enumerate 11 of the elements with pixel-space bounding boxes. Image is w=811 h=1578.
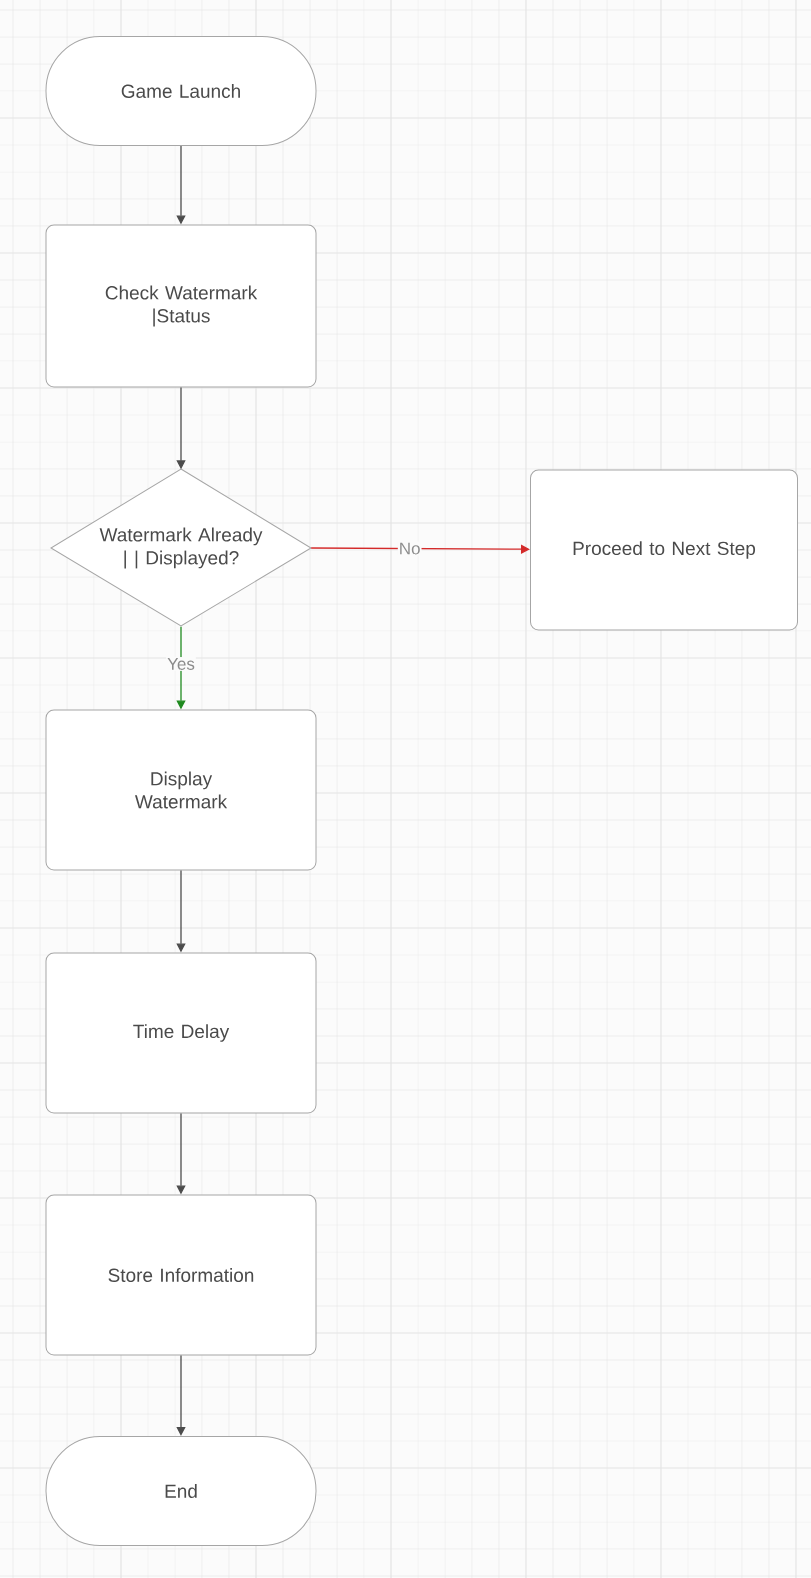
- node-label: Proceed to Next Step: [573, 541, 756, 559]
- process-box: Store Information: [45, 1194, 317, 1356]
- arrow: [310, 544, 530, 554]
- terminal-box: Game Launch: [45, 36, 317, 146]
- process-box: Time Delay: [45, 952, 317, 1114]
- terminal-box: End: [45, 1436, 317, 1546]
- process-box: Display Watermark: [45, 709, 317, 871]
- arrow: [176, 1354, 186, 1436]
- edge-label: Yes: [166, 657, 196, 671]
- process-box: Check Watermark |Status: [45, 224, 317, 388]
- process-box: Proceed to Next Step: [530, 469, 798, 631]
